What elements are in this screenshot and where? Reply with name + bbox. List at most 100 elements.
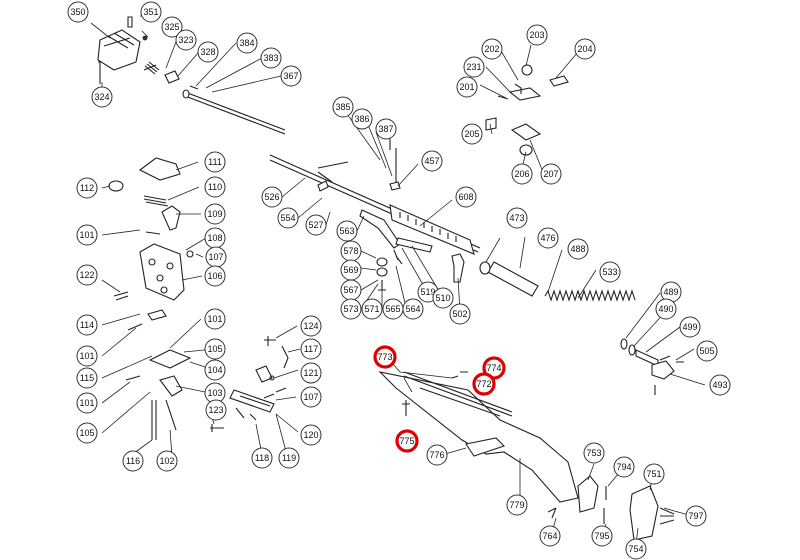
callout-circle xyxy=(300,315,322,337)
callout-circle xyxy=(76,345,98,367)
callout-circle xyxy=(526,24,548,46)
callout-p207: 207 xyxy=(540,163,562,185)
callout-number: 384 xyxy=(239,38,254,48)
trigger-guard xyxy=(465,437,506,457)
callout-p109: 109 xyxy=(204,203,226,225)
callout-number: 105 xyxy=(207,344,222,354)
callout-number: 764 xyxy=(542,531,557,541)
callout-number: 754 xyxy=(628,544,643,554)
callout-number: 105 xyxy=(79,428,94,438)
callout-number: 124 xyxy=(303,321,318,331)
callout-circle xyxy=(395,429,419,453)
callout-number: 109 xyxy=(207,209,222,219)
main-spring xyxy=(544,289,636,302)
callout-p107a: 107 xyxy=(205,246,227,268)
callout-circle xyxy=(175,29,197,51)
scope-mount-block xyxy=(97,29,141,71)
callout-number: 526 xyxy=(264,192,279,202)
callout-number: 323 xyxy=(178,35,193,45)
callout-p115: 115 xyxy=(76,367,98,389)
callout-number: 751 xyxy=(646,469,661,479)
callout-number: 202 xyxy=(484,44,499,54)
callout-p104: 104 xyxy=(204,359,226,381)
callout-number: 773 xyxy=(377,352,392,362)
callout-number: 564 xyxy=(405,304,420,314)
callout-circle xyxy=(537,227,559,249)
callout-p102: 102 xyxy=(156,450,178,472)
callout-p106: 106 xyxy=(204,265,226,287)
callout-p123: 123 xyxy=(205,399,227,421)
callout-circle xyxy=(76,367,98,389)
callout-number: 775 xyxy=(399,436,414,446)
callout-p776: 776 xyxy=(426,444,448,466)
callout-p476: 476 xyxy=(537,227,559,249)
callout-p386: 386 xyxy=(351,108,373,130)
callout-number: 122 xyxy=(79,270,94,280)
callout-p502: 502 xyxy=(449,303,471,325)
callout-circle xyxy=(455,186,477,208)
callout-circle xyxy=(204,176,226,198)
callout-circle xyxy=(251,447,273,469)
callout-p569: 569 xyxy=(340,259,362,281)
callout-p564: 564 xyxy=(402,298,424,320)
callout-number: 231 xyxy=(466,62,481,72)
callout-circle xyxy=(591,525,613,547)
callout-circle xyxy=(696,340,718,362)
callout-number: 473 xyxy=(509,213,524,223)
callout-circle xyxy=(402,298,424,320)
callout-number: 324 xyxy=(94,92,109,102)
callout-p120: 120 xyxy=(300,424,322,446)
callout-number: 123 xyxy=(208,405,223,415)
callout-p351: 351 xyxy=(140,1,162,23)
callout-p323: 323 xyxy=(175,29,197,51)
callout-circle xyxy=(461,123,483,145)
callout-circle xyxy=(574,38,596,60)
callout-circle xyxy=(300,424,322,446)
callout-circle xyxy=(76,224,98,246)
callout-p571: 571 xyxy=(361,298,383,320)
piston xyxy=(487,261,539,297)
callout-circle xyxy=(472,372,496,396)
callout-circle xyxy=(278,447,300,469)
callout-number: 578 xyxy=(343,246,358,256)
callout-circle xyxy=(426,444,448,466)
callout-p527: 527 xyxy=(305,214,327,236)
callout-p124: 124 xyxy=(300,315,322,337)
callout-p116: 116 xyxy=(122,450,144,472)
callout-p107b: 107 xyxy=(300,386,322,408)
callout-circle xyxy=(351,108,373,130)
callout-circle xyxy=(506,494,528,516)
callout-number: 567 xyxy=(343,285,358,295)
callout-p203: 203 xyxy=(526,24,548,46)
callout-number: 457 xyxy=(424,156,439,166)
callout-p795: 795 xyxy=(591,525,613,547)
callout-circle xyxy=(280,65,302,87)
callout-number: 205 xyxy=(464,129,479,139)
callout-number: 493 xyxy=(712,380,727,390)
callout-p205: 205 xyxy=(461,123,483,145)
callout-number: 121 xyxy=(303,368,318,378)
callout-number: 569 xyxy=(343,265,358,275)
rear-sight xyxy=(508,87,542,101)
callout-p206: 206 xyxy=(511,163,533,185)
callout-number: 794 xyxy=(616,462,631,472)
callout-circle xyxy=(456,76,478,98)
callout-p118: 118 xyxy=(251,447,273,469)
callout-circle xyxy=(336,220,358,242)
callout-circle xyxy=(511,163,533,185)
callout-circle xyxy=(300,386,322,408)
callout-number: 772 xyxy=(476,379,491,389)
callout-circle xyxy=(481,38,503,60)
callout-number: 383 xyxy=(263,53,278,63)
callout-p367: 367 xyxy=(280,65,302,87)
callout-p122: 122 xyxy=(76,264,98,286)
callout-p772-highlighted: 772 xyxy=(472,372,496,396)
leader-lines xyxy=(90,15,706,545)
callout-p774-highlighted: 774 xyxy=(482,356,506,380)
callout-number: 110 xyxy=(208,182,222,192)
callout-number: 387 xyxy=(378,124,393,134)
callout-number: 104 xyxy=(207,365,222,375)
callout-number: 386 xyxy=(354,114,369,124)
